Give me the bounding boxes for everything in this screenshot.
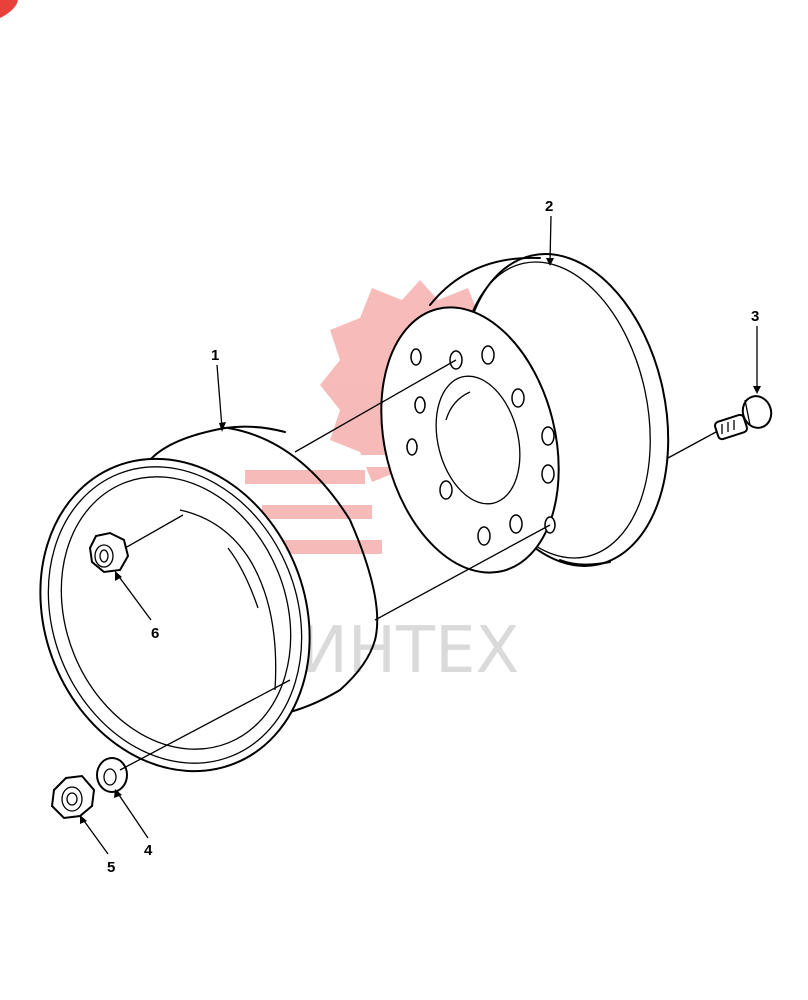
callout-3-label: 3 (751, 308, 759, 325)
watermark-bars-red (245, 470, 382, 554)
callout-3: 3 (751, 308, 761, 394)
callout-4: 4 (114, 789, 153, 859)
callout-2-label: 2 (545, 198, 553, 215)
corner-logo-fragment (0, 0, 18, 18)
watermark-text: ИНТЕХ (300, 614, 519, 688)
wheel-disc (380, 253, 670, 574)
bolt-holes (406, 345, 556, 546)
callout-1-label: 1 (211, 347, 219, 364)
nut-6 (88, 531, 130, 574)
callout-1: 1 (211, 347, 226, 432)
callout-4-label: 4 (144, 842, 153, 859)
nut-5 (50, 774, 96, 820)
stud-bolt (713, 395, 773, 441)
assembly-lines (119, 359, 717, 771)
callout-6-label: 6 (151, 625, 159, 642)
callout-5-label: 5 (107, 859, 115, 876)
washer-4 (96, 757, 128, 793)
callout-5: 5 (80, 815, 115, 876)
callout-6: 6 (115, 571, 159, 642)
callout-2: 2 (545, 198, 554, 266)
